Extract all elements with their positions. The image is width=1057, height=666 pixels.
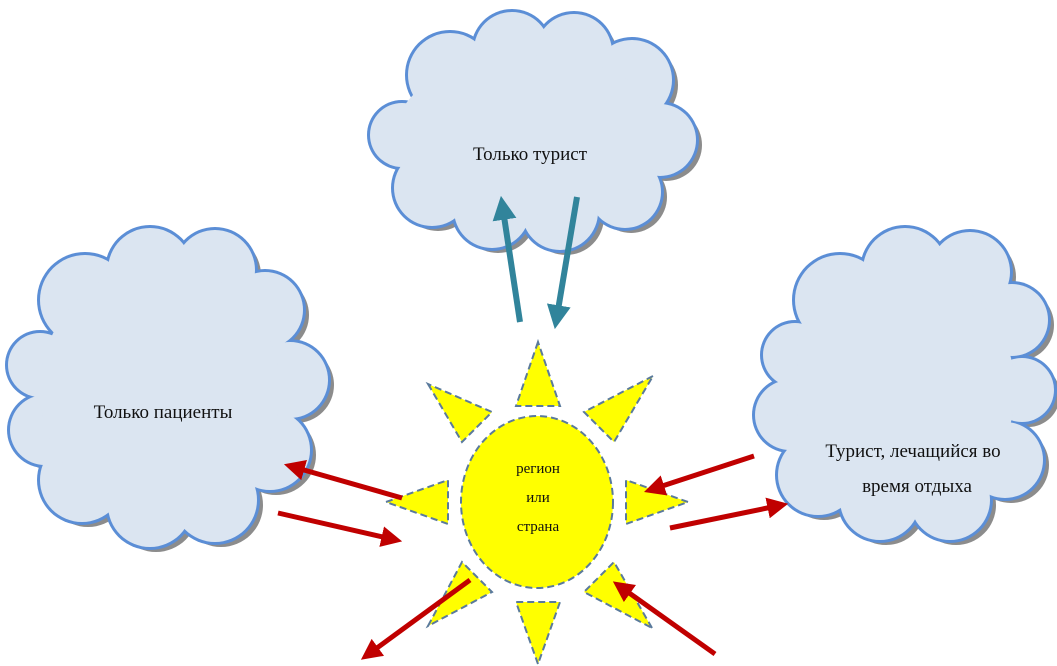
cloud-top-label: Только турист [473,144,588,165]
arrow-to-left-cloud [283,459,403,501]
cloud-top-body [370,12,696,250]
arrow-to-right-cloud [669,497,789,531]
sun-core [460,415,614,589]
sun-label-line3: страна [517,519,560,535]
arrow-outbound-bottom-left [360,577,472,660]
arrow-from-left-cloud [277,510,403,547]
cloud-right-label-line2: время отдыха [862,476,972,497]
sun-ray-left [383,478,449,526]
sun-ray-top [514,338,562,407]
cloud-left: Только пациенты [5,225,334,552]
sun-label-line2: или [526,490,550,506]
sun-rays [383,338,691,666]
cloud-right-label-line1: Турист, лечащийся во [825,441,1000,462]
cloud-right-body [755,228,1054,540]
sun-ray-top-right [582,373,656,444]
sun-ray-bottom-left [425,560,494,629]
cloud-right: Турист, лечащийся во время отдыха [752,225,1057,545]
cloud-top: Только турист [367,9,702,255]
arrow-from-right-cloud [644,453,755,496]
arrow-inbound-bottom-right [612,581,717,657]
cloud-left-body [8,228,328,547]
cloud-left-label: Только пациенты [94,402,233,423]
arrow-from-top-cloud [546,196,580,330]
arrows [277,195,789,660]
sun-ray-bottom [514,601,562,666]
sun-ray-right [625,478,691,526]
sun-ray-top-left [425,381,494,444]
arrow-to-top-cloud [492,195,523,323]
sun-label-line1: регион [516,461,560,477]
sun-ray-bottom-right [582,560,655,631]
sun: регион или страна [383,338,691,666]
